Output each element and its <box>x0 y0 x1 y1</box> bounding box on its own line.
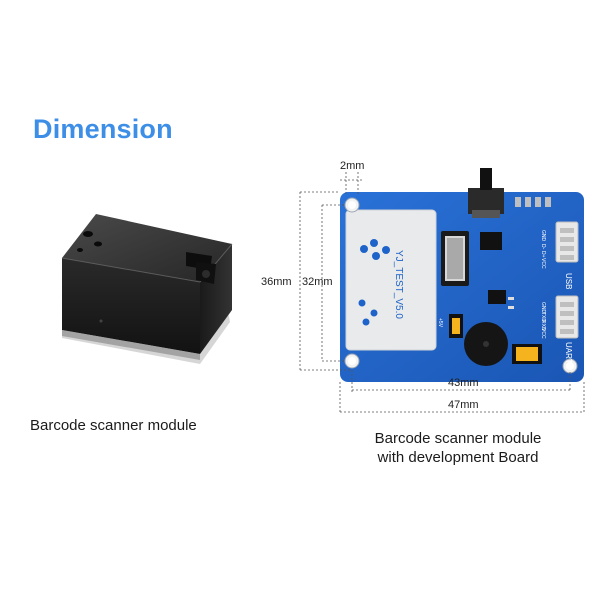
board-silk-label: YJ_TEST_V5.0 <box>393 250 404 319</box>
dimension-label-inner-width: 43mm <box>448 377 479 389</box>
caption-line-1: Barcode scanner module <box>374 430 542 447</box>
pin-label: D+ <box>540 251 546 258</box>
usb-label: USB <box>564 273 573 289</box>
pin-label: GND <box>540 302 546 314</box>
uart-label: UART <box>564 342 573 364</box>
pin-label: +5V <box>437 318 443 328</box>
dimension-label-inner-height: 32mm <box>302 276 333 288</box>
dimension-lines <box>299 172 585 414</box>
caption-dev-board: Barcode scanner module with development … <box>370 429 546 467</box>
pin-label: TXD <box>540 312 546 322</box>
caption-line-2: with development Board <box>377 449 539 466</box>
dimension-label-margin: 2mm <box>340 160 365 172</box>
ic-chip <box>480 232 502 250</box>
page-title: Dimension <box>33 114 173 144</box>
pin-label: D- <box>540 244 546 250</box>
module-mount-area <box>345 209 437 351</box>
scanner-module-image <box>61 214 233 364</box>
dimension-label-outer-width: 47mm <box>448 399 479 411</box>
development-board-image <box>340 168 584 382</box>
caption-scanner-module: Barcode scanner module <box>30 417 197 434</box>
pin-label: GND <box>540 230 546 242</box>
tactile-switch-icon <box>468 188 504 214</box>
pin-label: VCC <box>540 258 546 269</box>
pin-label: VCC <box>540 328 546 339</box>
dimension-label-outer-height: 36mm <box>261 276 292 288</box>
pin-label: RXD <box>540 320 546 331</box>
